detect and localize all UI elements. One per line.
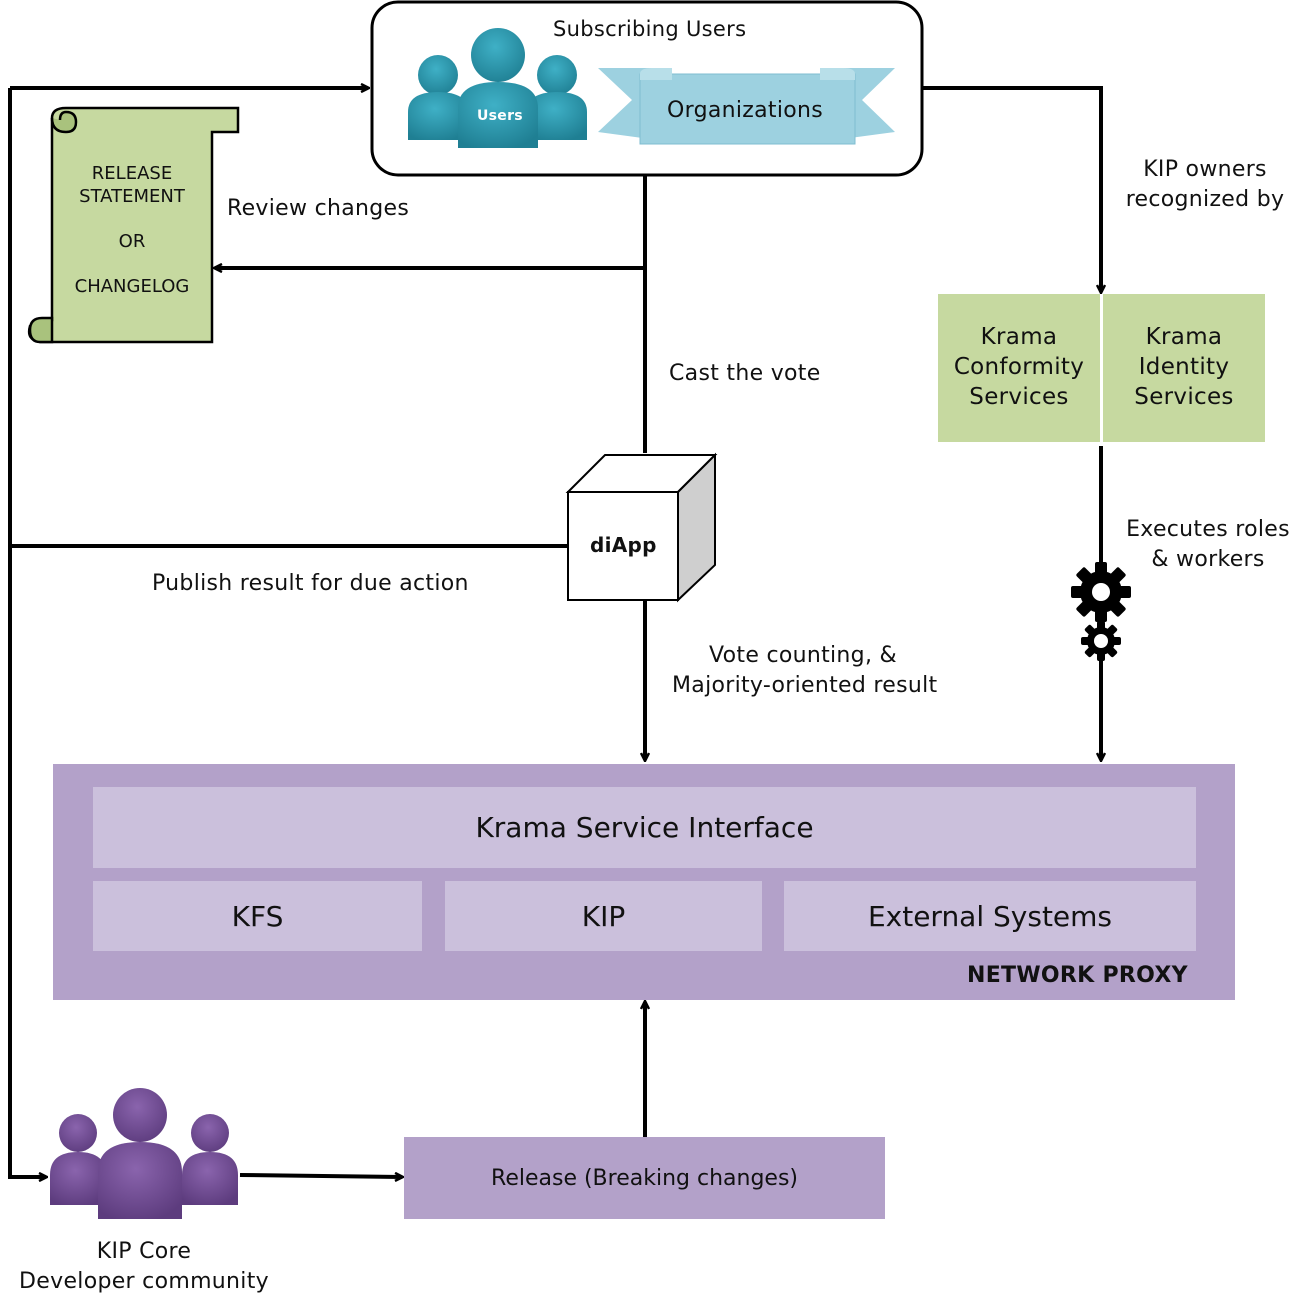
left-loop-line: [8, 88, 46, 1177]
executes-label-1: Executes roles: [1126, 517, 1290, 542]
organizations-label: Organizations: [667, 98, 824, 123]
release-scroll-line2: STATEMENT: [79, 186, 185, 207]
kfs-label: KFS: [231, 899, 284, 933]
krama-identity-line2: Identity: [1138, 354, 1230, 380]
network-proxy-label: NETWORK PROXY: [967, 963, 1188, 988]
release-scroll-line4: CHANGELOG: [74, 276, 190, 297]
krama-identity-box: [1103, 294, 1265, 442]
krama-conformity-line1: Krama: [980, 324, 1058, 350]
publish-result-label: Publish result for due action: [152, 571, 469, 596]
krama-conformity-box: [938, 294, 1100, 442]
developer-community-icon: [50, 1088, 238, 1219]
executes-label-2: & workers: [1151, 547, 1265, 572]
users-label: Users: [477, 108, 523, 124]
krama-service-interface-box: [93, 787, 1196, 868]
release-box: [404, 1137, 885, 1219]
diapp-cube: [565, 452, 718, 603]
diapp-label: diApp: [590, 533, 657, 557]
kfs-box: [93, 881, 422, 951]
review-changes-label: Review changes: [227, 196, 410, 221]
community-label-2: Developer community: [19, 1269, 269, 1294]
release-scroll-line3: OR: [118, 231, 146, 252]
krama-conformity-line2: Conformity: [953, 354, 1085, 380]
krama-service-interface-label: Krama Service Interface: [475, 811, 814, 844]
kip-owners-arrow: [922, 86, 1101, 292]
gears-icon: [1071, 562, 1131, 661]
community-label-1: KIP Core: [96, 1239, 192, 1264]
subscribing-users-title: Subscribing Users: [553, 17, 747, 41]
vote-counting-label-2: Majority-oriented result: [672, 673, 938, 698]
external-systems-box: [784, 881, 1196, 951]
release-box-label: Release (Breaking changes): [491, 1165, 798, 1191]
vote-counting-label-1: Vote counting, &: [709, 643, 897, 668]
organizations-banner: [598, 68, 895, 145]
krama-identity-line1: Krama: [1145, 324, 1223, 350]
release-scroll: [27, 106, 240, 344]
krama-identity-line3: Services: [1134, 384, 1234, 410]
krama-conformity-line3: Services: [969, 384, 1069, 410]
kip-label: KIP: [581, 899, 626, 933]
users-icon: [408, 28, 587, 148]
release-scroll-line1: RELEASE: [91, 163, 173, 184]
kip-owners-label-2: recognized by: [1125, 187, 1285, 212]
kip-owners-label-1: KIP owners: [1143, 157, 1267, 182]
community-to-release-arrow: [239, 1175, 402, 1177]
connector-lines: [8, 86, 1101, 1177]
kip-box: [445, 881, 762, 951]
cast-vote-label: Cast the vote: [669, 361, 821, 386]
external-systems-label: External Systems: [867, 899, 1113, 933]
